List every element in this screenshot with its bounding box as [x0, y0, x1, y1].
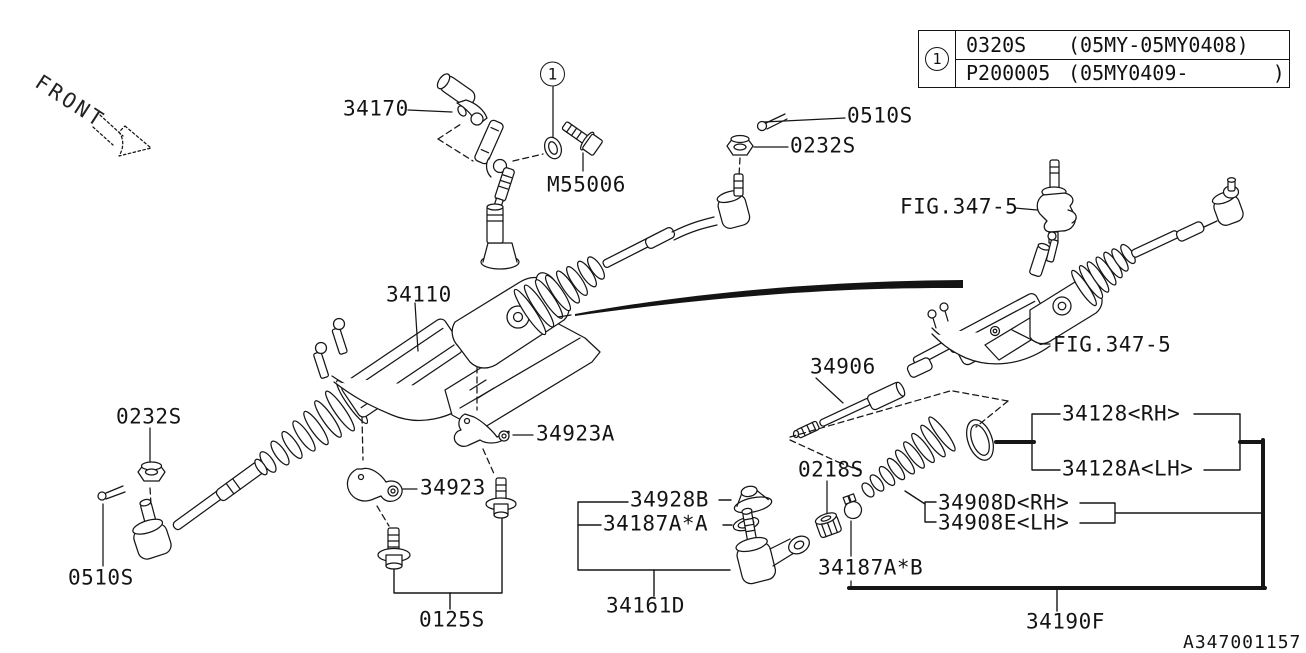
- main-rack-assembly-34110: [172, 203, 718, 531]
- steering-joint-34170: [436, 73, 515, 208]
- reference-swoosh: [575, 280, 963, 316]
- part-callout-34923: 34923: [420, 475, 486, 500]
- part-callout-34190F: 34190F: [1026, 609, 1105, 634]
- revision-table-row: 0320S (05MY-05MY0408): [956, 31, 1289, 59]
- part-callout-34161D: 34161D: [606, 593, 685, 618]
- revision-part-no: 0320S: [966, 32, 1027, 57]
- mount-clamps-and-bolts: [346, 413, 517, 570]
- part-callout-34906: 34906: [810, 354, 876, 379]
- part-callout-FIG347-5-b: FIG.347-5: [1053, 332, 1172, 357]
- part-callout-34187A-B: 34187A*B: [818, 555, 924, 580]
- tie-rod-end-lower-left: [97, 461, 172, 560]
- dashed-guides: [149, 123, 1009, 527]
- part-callout-34908D-RH: 34908D<RH>: [938, 490, 1070, 515]
- washer-key1: [543, 136, 563, 160]
- part-callout-34128A-LH: 34128A<LH>: [1062, 456, 1194, 481]
- part-callout-34110: 34110: [386, 282, 452, 307]
- revision-table: 1 0320S (05MY-05MY0408) P200005 (05MY040…: [918, 30, 1290, 88]
- part-callout-34908E-LH: 34908E<LH>: [938, 510, 1070, 535]
- part-callout-0125S: 0125S: [419, 607, 485, 632]
- revision-table-row: P200005 (05MY0409- ): [956, 58, 1289, 88]
- part-callout-34170: 34170: [343, 96, 409, 121]
- part-callout-0510S-lower: 0510S: [68, 565, 134, 590]
- part-callout-FIG347-5-a: FIG.347-5: [900, 194, 1019, 219]
- part-callout-34928B: 34928B: [630, 487, 709, 512]
- part-callout-key-1: 1: [540, 61, 565, 87]
- part-callout-0218S: 0218S: [798, 457, 864, 482]
- revision-table-rows: 0320S (05MY-05MY0408) P200005 (05MY0409-…: [956, 31, 1289, 87]
- revision-applicability: (05MY-05MY0408): [1068, 32, 1249, 57]
- part-callout-0232S-lower: 0232S: [116, 404, 182, 429]
- front-arrow-icon: [92, 114, 152, 157]
- revision-applicability: (05MY0409- ): [1068, 61, 1285, 86]
- revision-key-number: 1: [925, 47, 949, 71]
- part-callout-34923A: 34923A: [536, 421, 615, 446]
- boot-kit-parts: [814, 416, 994, 539]
- thick-connector-lines: [847, 438, 1267, 590]
- bolt-M55006: [561, 121, 603, 156]
- bracket-lines: [393, 413, 1262, 612]
- inner-tie-rod-34906: [792, 357, 933, 439]
- leader-lines: [102, 86, 1051, 588]
- tie-rod-end-34161D: [732, 485, 810, 585]
- fig347-5-valve-part: [1036, 159, 1077, 248]
- part-callout-0510S-upper: 0510S: [847, 103, 913, 128]
- tie-rod-end-upper: [716, 113, 788, 229]
- revision-table-key-cell: 1: [919, 31, 956, 87]
- revision-part-no: P200005: [966, 61, 1051, 86]
- drawing-number: A347001157: [1183, 632, 1302, 653]
- fig347-5-rack-assembly: [912, 177, 1244, 366]
- part-callout-34187A-A: 34187A*A: [603, 511, 709, 536]
- part-callout-34128-RH: 34128<RH>: [1062, 401, 1181, 426]
- part-callout-0232S-upper: 0232S: [790, 133, 856, 158]
- part-callout-M55006: M55006: [547, 172, 626, 197]
